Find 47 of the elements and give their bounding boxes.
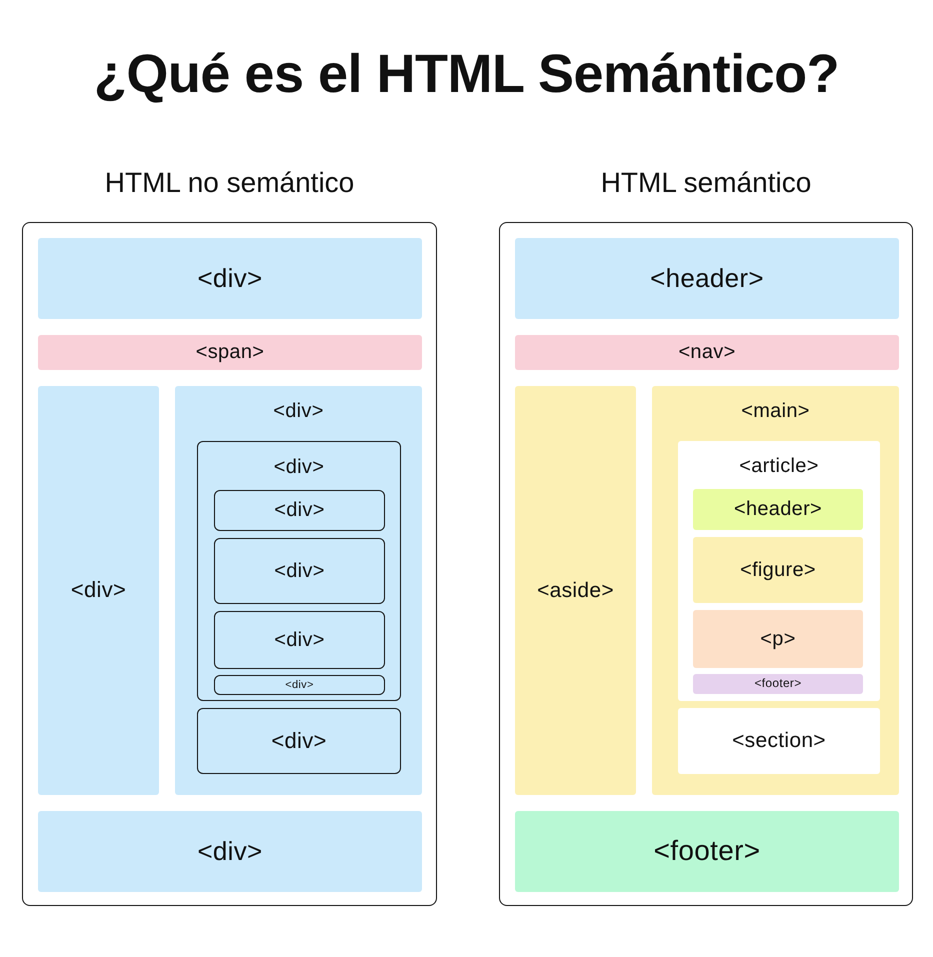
element-block: [678, 440, 880, 701]
title: ¿Qué es el HTML Semántico?: [92, 43, 840, 106]
tag-label: <div>: [197, 836, 263, 866]
tag-label: <div>: [274, 499, 325, 522]
panel-heading: HTML no semántico: [104, 166, 354, 200]
tag-label: <div>: [274, 456, 324, 478]
element-block: [693, 610, 863, 668]
tag-label: <figure>: [740, 558, 816, 581]
tag-label: <p>: [760, 628, 796, 650]
tag-label: <header>: [650, 264, 764, 292]
element-block: [515, 386, 636, 795]
element-block: [197, 440, 401, 701]
tag-label: <section>: [732, 729, 826, 752]
element-block: [214, 538, 385, 604]
tag-label: <article>: [739, 454, 819, 477]
tag-label: <div>: [70, 578, 126, 602]
tag-label: <span>: [196, 341, 264, 364]
element-block: [678, 708, 880, 774]
tag-label: <div>: [273, 400, 324, 422]
element-block: [214, 610, 385, 669]
tag-label: <nav>: [678, 341, 736, 364]
tag-label: <header>: [734, 498, 822, 520]
element-block: [515, 238, 899, 319]
element-block: [38, 334, 422, 370]
tag-label: <main>: [741, 400, 810, 422]
element-block: [515, 334, 899, 370]
element-block: [38, 238, 422, 319]
element-block: [214, 674, 385, 695]
tag-label: <footer>: [754, 677, 802, 690]
tag-label: <footer>: [654, 836, 760, 866]
tag-label: <div>: [274, 560, 325, 582]
tag-label: <div>: [285, 678, 314, 691]
element-block: [197, 708, 401, 774]
tag-label: <div>: [197, 264, 263, 292]
element-block: [38, 810, 422, 892]
element-block: [515, 810, 899, 892]
tag-label: <aside>: [537, 578, 614, 602]
element-block: [652, 386, 899, 795]
tag-label: <div>: [274, 628, 325, 651]
element-block: [38, 386, 159, 795]
tag-label: <div>: [271, 728, 327, 753]
element-block: [214, 490, 385, 531]
element-block: [693, 536, 863, 603]
panel-heading: HTML semántico: [600, 166, 812, 200]
element-block: [693, 488, 863, 530]
element-block: [175, 386, 422, 795]
element-block: [693, 674, 863, 694]
